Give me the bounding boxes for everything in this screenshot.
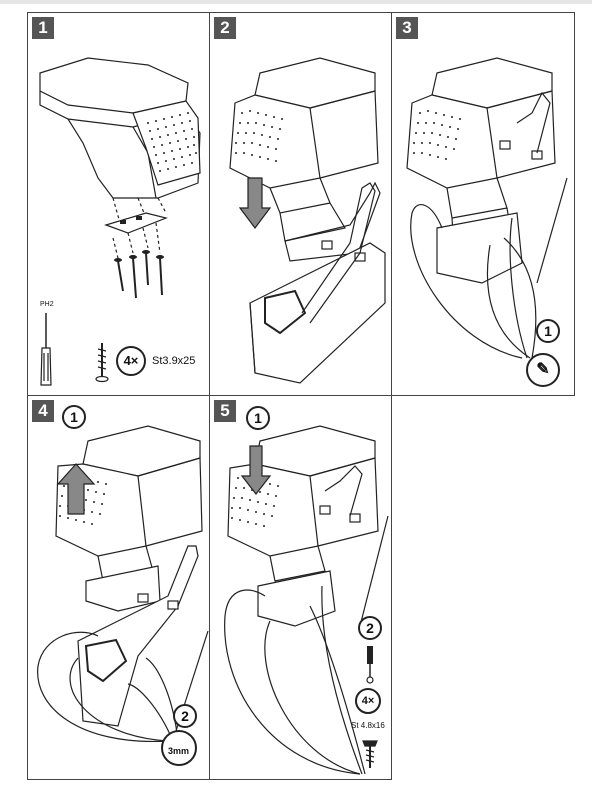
down-arrow-icon xyxy=(240,445,272,495)
screw-spec-label: St3.9x25 xyxy=(152,355,196,367)
down-arrow-icon xyxy=(238,177,272,229)
drill-size-label: 3mm xyxy=(168,746,190,756)
armrest-final-view xyxy=(224,425,389,775)
screw-spec-label: St 4.8x16 xyxy=(351,721,385,730)
step-3-panel: 3 1 ✎ xyxy=(391,12,575,396)
clip-tool-icon: ✎ xyxy=(526,353,560,387)
step-4-panel: 4 1 2 3mm xyxy=(27,395,210,780)
screwdriver-icon xyxy=(366,646,374,684)
screw-icon xyxy=(362,740,378,768)
step-5-marker-2: 2 xyxy=(358,616,382,640)
armrest-attach-view xyxy=(406,57,568,359)
screw-quantity-badge: 4× xyxy=(355,688,381,714)
screwdriver-icon xyxy=(40,313,52,386)
screw-quantity-badge: 4× xyxy=(116,346,146,376)
step-3-marker: 1 xyxy=(536,319,560,343)
step-4-marker-1: 1 xyxy=(62,405,86,429)
armrest-exploded-view xyxy=(39,57,201,386)
step-4-marker-2: 2 xyxy=(173,704,197,728)
armrest-drill-view xyxy=(37,425,209,742)
perforation-dots xyxy=(147,112,197,172)
up-arrow-icon xyxy=(56,463,96,515)
step-5-panel: 5 xyxy=(209,395,392,780)
drill-icon xyxy=(161,730,197,766)
step-1-number: 1 xyxy=(32,17,54,39)
armrest-slide-view xyxy=(229,57,386,384)
step-4-number: 4 xyxy=(32,400,54,422)
step-5-marker-1: 1 xyxy=(246,406,270,430)
step-2-panel: 2 xyxy=(209,12,392,396)
step-2-number: 2 xyxy=(214,17,236,39)
step-5-number: 5 xyxy=(214,400,236,422)
screwdriver-size-label: PH2 xyxy=(40,301,54,308)
screw-icon xyxy=(95,343,109,383)
top-divider xyxy=(0,0,592,4)
step-1-panel: 1 xyxy=(27,12,210,396)
step-3-number: 3 xyxy=(396,17,418,39)
